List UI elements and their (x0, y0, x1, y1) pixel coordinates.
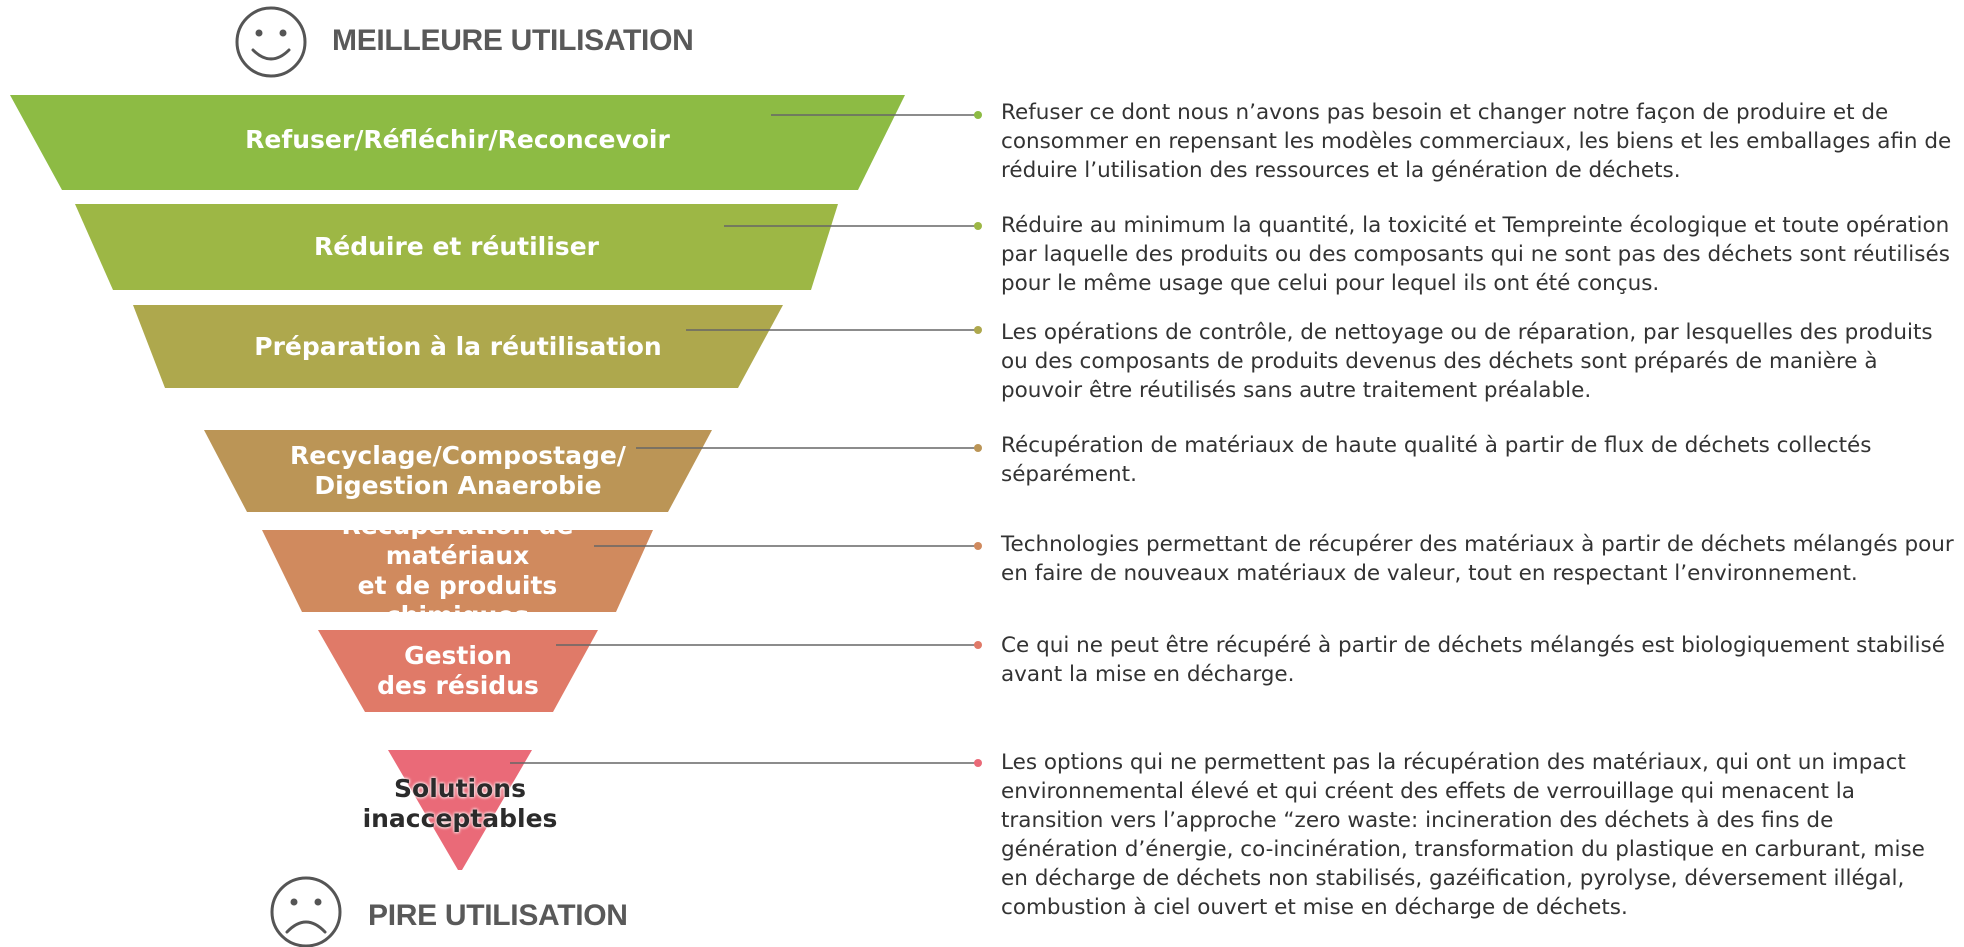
smiley-face-icon (235, 6, 307, 78)
best-use-label: MEILLEURE UTILISATION (332, 24, 694, 57)
tier-shape-7 (388, 750, 532, 870)
connector-dot-3 (974, 326, 982, 334)
tier-description-3: Les opérations de contrôle, de nettoyage… (1001, 320, 1933, 403)
connector-dot-2 (974, 222, 982, 230)
tier-label-line1: Réduire et réutiliser (314, 232, 599, 261)
connector-dot-4 (974, 444, 982, 452)
tier-label-line1: Recyclage/Compostage/ (290, 441, 626, 470)
sad-face-icon (270, 876, 342, 947)
tier-label-line1: Solutions (394, 774, 526, 803)
tier-shape-3 (133, 305, 783, 388)
worst-use-label: PIRE UTILISATION (368, 899, 628, 932)
tier-description-5: Technologies permettant de récupérer des… (1001, 532, 1954, 586)
connector-dot-6 (974, 641, 982, 649)
connector-dot-1 (974, 111, 982, 119)
tier-label-1: Refuser/Réfléchir/Reconcevoir (30, 95, 885, 185)
connector-dot-5 (974, 542, 982, 550)
tier-shape-4 (204, 430, 712, 512)
tier-shape-1 (10, 95, 905, 190)
tier-label-line2: inacceptables (362, 804, 558, 833)
tier-label-line1: Récupération de matériaux (341, 511, 574, 570)
connector-dot-7 (974, 759, 982, 767)
tier-shape-5 (262, 530, 653, 612)
tier-description-7: Les options qui ne permettent pas la réc… (1001, 750, 1925, 920)
tier-label-line2: et de produits chimiques (357, 571, 558, 630)
tier-label-line1: Préparation à la réutilisation (254, 331, 662, 361)
tier-label-line2: Digestion Anaerobie (314, 471, 602, 500)
tier-label-3: Préparation à la réutilisation (153, 305, 763, 388)
tier-label-line1: Gestion (404, 641, 512, 670)
tier-shape-6 (318, 630, 598, 712)
tier-label-4: Recyclage/Compostage/Digestion Anaerobie (224, 430, 692, 512)
tier-label-2: Réduire et réutiliser (95, 204, 818, 290)
tier-description-4: Récupération de matériaux de haute quali… (1001, 433, 1872, 487)
tier-label-line2: des résidus (377, 671, 539, 700)
tier-shape-2 (75, 204, 838, 290)
tier-description-1: Refuser ce dont nous n’avons pas besoin … (1001, 100, 1952, 183)
tier-description-2: Réduire au minimum la quantité, la toxic… (1001, 213, 1950, 296)
tier-label-line1: Refuser/Réfléchir/Reconcevoir (245, 125, 670, 154)
tier-description-6: Ce qui ne peut être récupéré à partir de… (1001, 633, 1945, 687)
